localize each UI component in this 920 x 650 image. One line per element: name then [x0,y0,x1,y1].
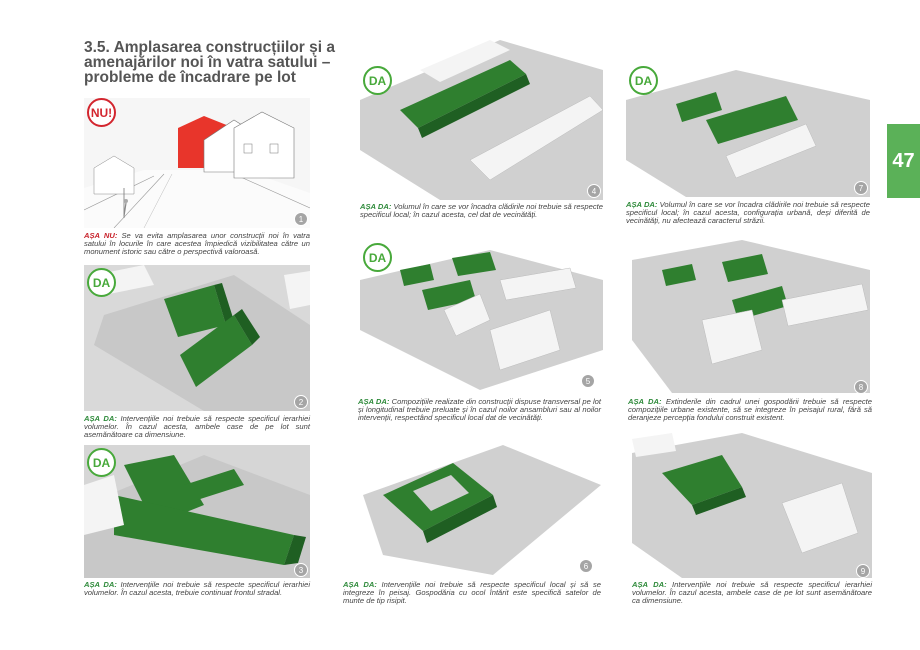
caption-7: AȘA DA: Volumul în care se vor încadra c… [626,200,871,226]
caption-label: AȘA DA: [628,397,662,406]
figure-number-8: 8 [854,380,868,393]
caption-text: Intervențiile noi trebuie să respecte sp… [84,580,311,598]
lot-model-render-9 [632,433,872,578]
illustration-1: NU! 1 [84,98,310,228]
village-model-render-7 [626,70,870,197]
caption-4: AȘA DA: Volumul în care se vor încadra c… [360,202,604,220]
illustration-7: DA 7 [626,60,870,197]
caption-label: AȘA DA: [84,580,117,589]
caption-text: Se va evita amplasarea unor construcții … [84,231,311,257]
caption-label: AȘA NU: [84,231,118,240]
village-model-render-5 [360,250,603,390]
figure-number-6: 6 [579,559,593,573]
illustration-4: DA 4 [360,40,603,200]
caption-3: AȘA DA: Intervențiile noi trebuie să res… [84,580,311,598]
illustration-3: DA 3 [84,445,310,578]
lot-model-render-3 [84,445,310,578]
village-model-render-8 [632,240,870,393]
lot-model-render-2 [84,265,310,411]
illustration-2: DA 2 [84,265,310,411]
status-badge-da: DA [363,66,392,95]
figure-number-2: 2 [294,395,308,409]
illustration-5: DA 5 [360,240,603,390]
caption-9: AȘA DA: Intervențiile noi trebuie să res… [632,580,873,606]
status-badge-da: DA [87,448,116,477]
status-badge-da: DA [363,243,392,272]
street-perspective-drawing [84,111,310,228]
illustration-9: 9 [632,433,872,578]
caption-text: Intervențiile noi trebuie să respecte sp… [84,414,311,440]
status-badge-da: DA [87,268,116,297]
caption-label: AȘA DA: [360,202,392,211]
caption-text: Volumul în care se vor încadra clădirile… [626,200,871,226]
status-badge-no: NU! [87,98,116,127]
caption-label: AȘA DA: [343,580,377,589]
status-badge-da: DA [629,66,658,95]
caption-8: AȘA DA: Extinderile din cadrul unei gosp… [628,397,873,423]
caption-text: Intervențiile noi trebuie să respecte sp… [343,580,601,606]
page-number-tab: 47 [887,124,920,198]
illustration-8: 8 [632,240,870,393]
section-title: 3.5. Amplasarea construcțiilor și a amen… [84,39,335,86]
village-model-render-4 [360,40,603,200]
figure-number-7: 7 [854,181,868,195]
caption-6: AȘA DA: Intervențiile noi trebuie să res… [343,580,601,606]
figure-number-5: 5 [581,374,595,388]
caption-text: Compozițiile realizate din construcții d… [358,397,601,423]
figure-number-3: 3 [294,563,308,577]
caption-text: Extinderile din cadrul unei gospodării t… [628,397,873,423]
figure-number-4: 4 [587,184,601,198]
caption-label: AȘA DA: [632,580,667,589]
caption-1: AȘA NU: Se va evita amplasarea unor cons… [84,231,311,257]
caption-2: AȘA DA: Intervențiile noi trebuie să res… [84,414,311,440]
caption-text: Intervențiile noi trebuie să respecte sp… [632,580,873,606]
caption-5: AȘA DA: Compozițiile realizate din const… [358,397,601,423]
caption-label: AȘA DA: [84,414,117,423]
illustration-6: 6 [343,435,601,575]
caption-label: AȘA DA: [626,200,658,209]
figure-number-1: 1 [294,212,308,226]
caption-label: AȘA DA: [358,397,390,406]
caption-text: Volumul în care se vor încadra clădirile… [360,202,604,220]
courtyard-model-render-6 [363,445,601,575]
figure-number-9: 9 [856,564,870,578]
